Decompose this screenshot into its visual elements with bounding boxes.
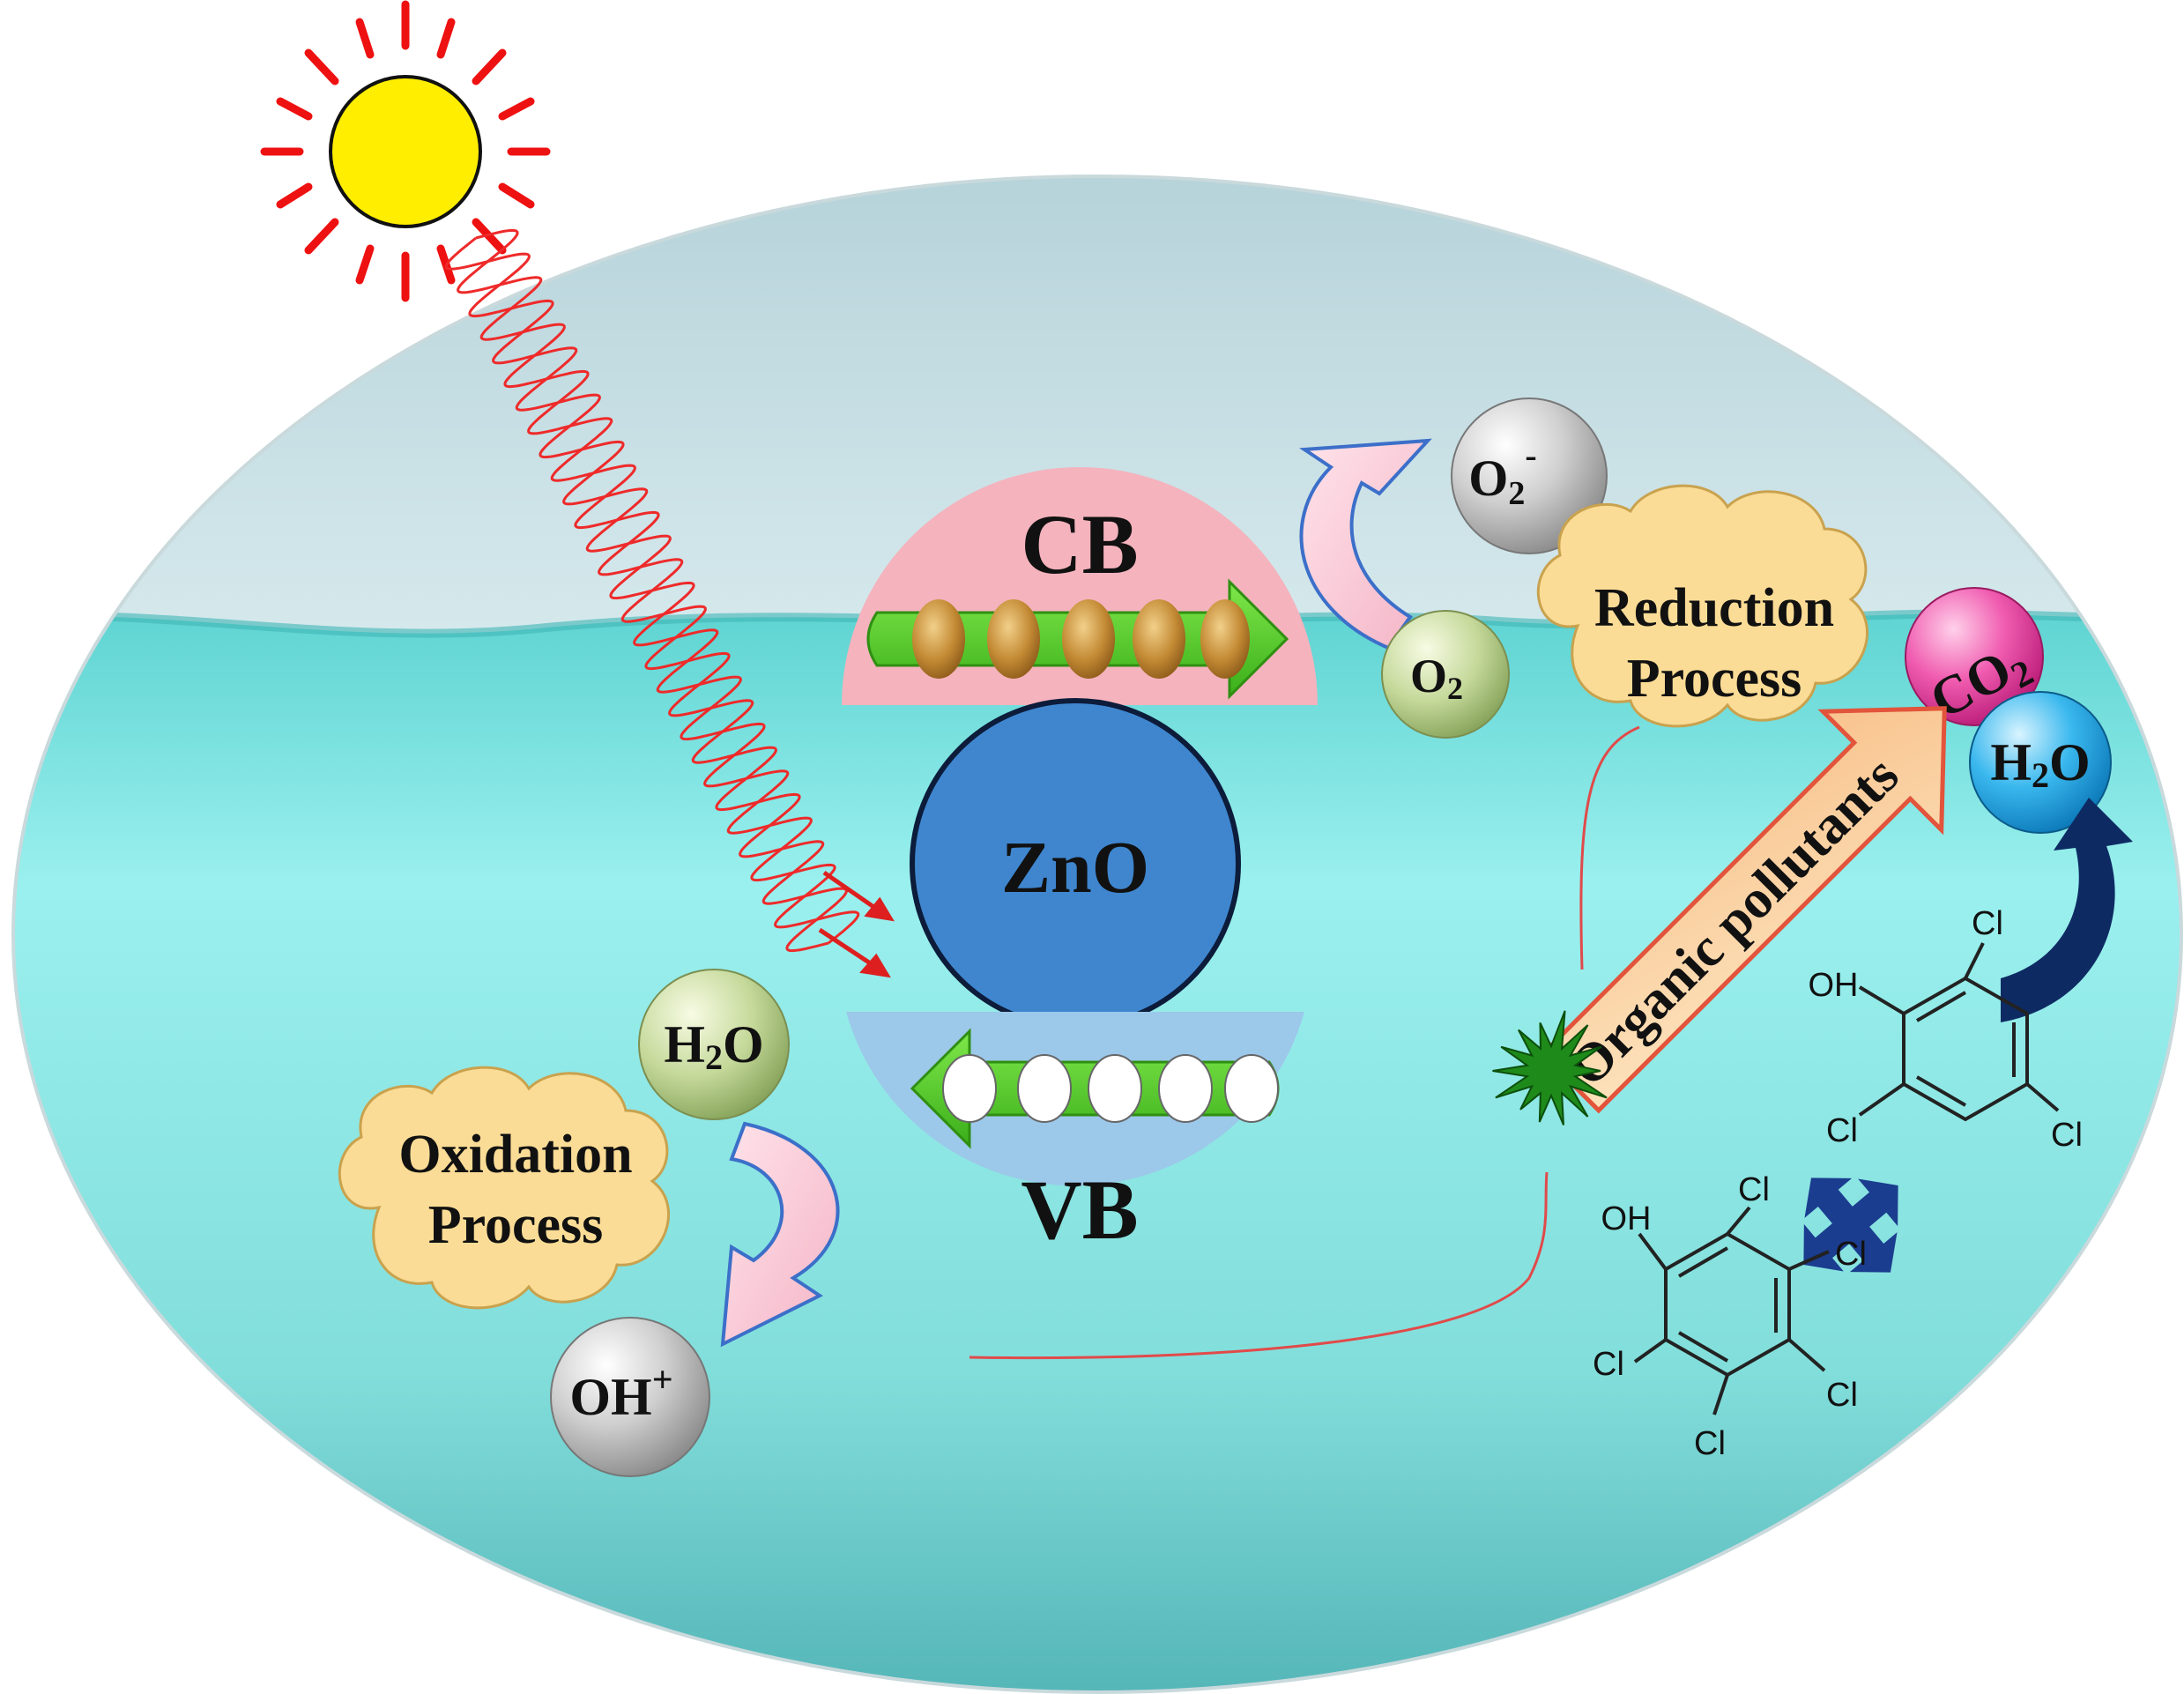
o2-sub: 2 xyxy=(1447,671,1463,706)
reduction-process-cloud: Reduction Process xyxy=(1536,484,1868,728)
navy-curved-arrow xyxy=(2001,798,2133,1022)
electron xyxy=(1133,599,1185,679)
pentachlorophenol-molecule xyxy=(1633,1206,1830,1415)
o2-radical-base: O xyxy=(1468,450,1508,507)
trichlorophenol-molecule xyxy=(1858,942,2060,1122)
navy-cross-arrow-icon xyxy=(1803,1178,1898,1273)
cl-label: Cl xyxy=(1835,1236,1867,1273)
oxidation-curved-arrow xyxy=(720,1121,840,1348)
pentachlorophenol-labels: OH Cl Cl Cl Cl Cl xyxy=(1593,1171,1867,1462)
electron-transfer-arrow xyxy=(866,578,1289,700)
reduction-label-1: Reduction xyxy=(1594,578,1834,638)
electron xyxy=(912,599,965,679)
cl-label: Cl xyxy=(1826,1112,1858,1149)
vb-label: VB xyxy=(1021,1163,1138,1257)
h2o-left-sub: 2 xyxy=(705,1037,723,1077)
oh-label: OH xyxy=(1601,1200,1652,1237)
svg-text:O2-: O2- xyxy=(1468,435,1536,512)
hole xyxy=(1224,1054,1279,1123)
light-wave xyxy=(444,228,860,953)
hole xyxy=(1158,1054,1213,1123)
connector-oxidation xyxy=(969,1171,1549,1360)
h2o-right-sub: 2 xyxy=(2032,755,2049,795)
hydroxyl-ball: OH+ xyxy=(550,1317,710,1477)
hole xyxy=(942,1054,997,1123)
h2o-ball-left: H2O xyxy=(638,969,790,1120)
oval-border xyxy=(11,175,2183,1694)
h2o-ball-right: H2O xyxy=(1969,691,2112,834)
o2-radical-sub: 2 xyxy=(1508,475,1525,512)
o2-radical-sup: - xyxy=(1525,435,1536,475)
sun-icon xyxy=(260,0,551,302)
h2o-right-a: H xyxy=(1990,733,2032,791)
o2-base: O xyxy=(1410,650,1447,702)
h2o-right-b: O xyxy=(2049,733,2091,791)
cl-label: Cl xyxy=(1593,1346,1624,1383)
oh-sup: + xyxy=(652,1360,673,1401)
h2o-left-a: H xyxy=(664,1015,705,1074)
cl-label: Cl xyxy=(1826,1377,1858,1414)
cl-label: Cl xyxy=(1972,905,2003,942)
hole-transfer-arrow xyxy=(910,1028,1280,1149)
electron xyxy=(987,599,1040,679)
oxygen-ball: O2 xyxy=(1381,610,1510,739)
pollutant-starburst-icon xyxy=(1492,1010,1608,1126)
zno-particle: ZnO xyxy=(910,698,1241,1029)
hole xyxy=(1088,1054,1142,1123)
trichlorophenol-labels: OH Cl Cl Cl xyxy=(1809,905,2083,1154)
oh-base: OH xyxy=(569,1368,651,1426)
cl-label: Cl xyxy=(1738,1171,1770,1208)
cb-label: CB xyxy=(1021,497,1138,591)
svg-text:H2O: H2O xyxy=(664,1015,763,1077)
oh-label: OH xyxy=(1809,967,1859,1004)
hole xyxy=(1017,1054,1072,1123)
svg-text:H2O: H2O xyxy=(1990,733,2090,795)
connector-lines xyxy=(969,725,1640,1360)
holes xyxy=(942,1054,1279,1123)
svg-text:O2: O2 xyxy=(1410,650,1463,706)
reduction-label-2: Process xyxy=(1627,649,1802,709)
h2o-left-b: O xyxy=(723,1015,764,1074)
electron xyxy=(1200,599,1250,679)
light-arrows xyxy=(818,870,895,978)
oxidation-label-2: Process xyxy=(428,1195,604,1255)
zno-label: ZnO xyxy=(1001,827,1149,909)
oxidation-label-1: Oxidation xyxy=(398,1125,632,1185)
oxidation-process-cloud: Oxidation Process xyxy=(338,1066,670,1310)
electron xyxy=(1062,599,1115,679)
cl-label: Cl xyxy=(2051,1117,2083,1154)
connector-reduction xyxy=(1579,725,1640,970)
svg-text:OH+: OH+ xyxy=(569,1360,672,1426)
superoxide-ball: O2- xyxy=(1451,397,1608,554)
reduction-curved-arrow xyxy=(1299,438,1432,650)
cl-label: Cl xyxy=(1694,1425,1726,1462)
electrons xyxy=(912,599,1250,679)
